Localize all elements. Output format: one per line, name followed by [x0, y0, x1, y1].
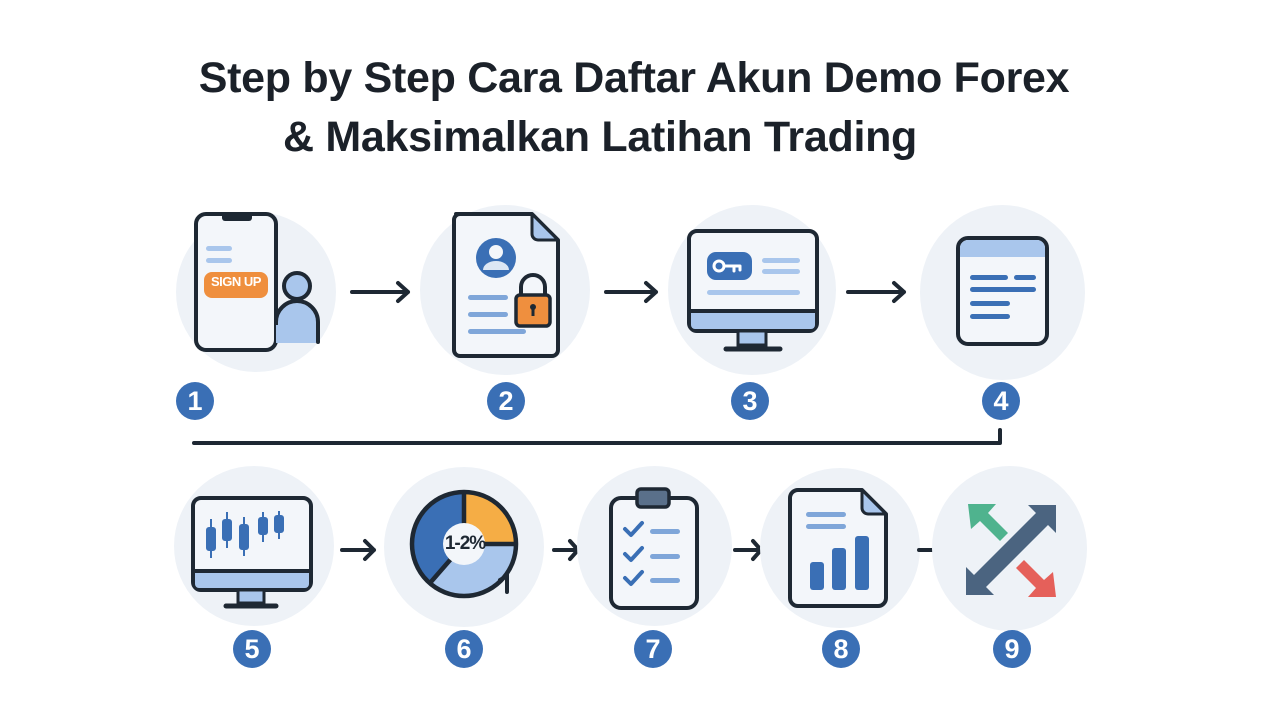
arrow-right-icon	[340, 538, 378, 562]
diverging-arrows-icon	[962, 497, 1062, 602]
monitor-login-key-icon	[686, 228, 820, 354]
title-line-1: Step by Step Cara Daftar Akun Demo Forex	[198, 54, 1070, 102]
step-2-badge: 2	[487, 382, 525, 420]
step-5-badge: 5	[233, 630, 271, 668]
window-document-icon	[955, 235, 1050, 347]
step-7-badge: 7	[634, 630, 672, 668]
arrow-right-icon	[846, 280, 908, 304]
pie-center-label: 1-2%	[444, 533, 486, 554]
step-4-badge: 4	[982, 382, 1020, 420]
step-9-badge: 9	[993, 630, 1031, 668]
step-8-badge: 8	[822, 630, 860, 668]
arrow-right-icon	[604, 280, 660, 304]
profile-document-lock-icon	[450, 210, 565, 360]
row-connector-line	[190, 426, 1010, 448]
monitor-candlestick-chart-icon	[190, 495, 314, 611]
step-3-badge: 3	[731, 382, 769, 420]
signup-button-label: SIGN UP	[211, 274, 261, 289]
report-bar-chart-icon	[786, 486, 890, 612]
phone-signup-icon	[192, 210, 332, 355]
arrow-right-icon	[350, 280, 412, 304]
title-line-2: & Maksimalkan Latihan Trading	[282, 113, 918, 161]
step-1-badge: 1	[176, 382, 214, 420]
clipboard-checklist-icon	[607, 486, 701, 612]
pie-chart-risk-icon	[408, 488, 522, 602]
step-6-badge: 6	[445, 630, 483, 668]
